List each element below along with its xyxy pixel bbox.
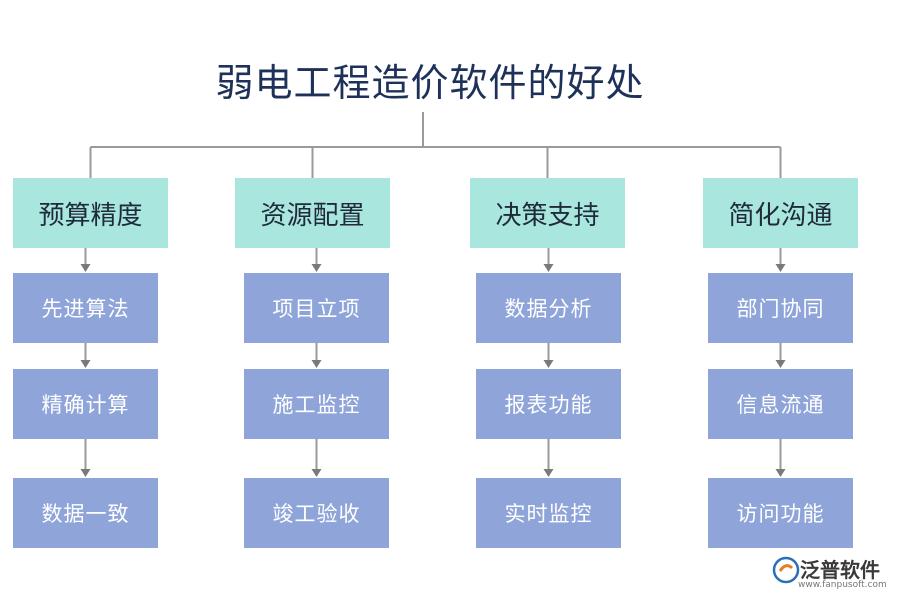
arrow-2-2	[311, 360, 322, 368]
category-3: 决策支持	[470, 178, 625, 248]
category-2: 资源配置	[235, 178, 390, 248]
diagram-title: 弱电工程造价软件的好处	[215, 61, 645, 105]
item-1-1: 先进算法	[13, 273, 158, 343]
item-3-2: 报表功能	[476, 369, 621, 439]
arrow-1-2	[80, 360, 91, 368]
item-1-3: 数据一致	[13, 478, 158, 548]
arrow-2-3	[311, 469, 322, 477]
category-1: 预算精度	[13, 178, 168, 248]
arrow-3-2	[543, 360, 554, 368]
arrow-2-1	[311, 264, 322, 272]
item-2-3: 竣工验收	[244, 478, 389, 548]
logo-name: 泛普软件	[800, 558, 880, 582]
arrow-4-2	[775, 360, 786, 368]
item-2-2: 施工监控	[244, 369, 389, 439]
arrow-3-3	[543, 469, 554, 477]
item-4-1: 部门协同	[708, 273, 853, 343]
arrow-4-3	[775, 469, 786, 477]
item-1-2: 精确计算	[13, 369, 158, 439]
arrow-1-1	[80, 264, 91, 272]
logo-icon	[772, 556, 800, 584]
arrow-1-3	[80, 469, 91, 477]
item-4-3: 访问功能	[708, 478, 853, 548]
watermark-logo: 泛普软件 www.fanpusoft.com	[772, 554, 892, 594]
arrow-3-1	[543, 264, 554, 272]
item-2-1: 项目立项	[244, 273, 389, 343]
item-3-3: 实时监控	[476, 478, 621, 548]
item-3-1: 数据分析	[476, 273, 621, 343]
category-4: 简化沟通	[703, 178, 858, 248]
logo-url: www.fanpusoft.com	[798, 580, 887, 590]
item-4-2: 信息流通	[708, 369, 853, 439]
arrow-4-1	[775, 264, 786, 272]
